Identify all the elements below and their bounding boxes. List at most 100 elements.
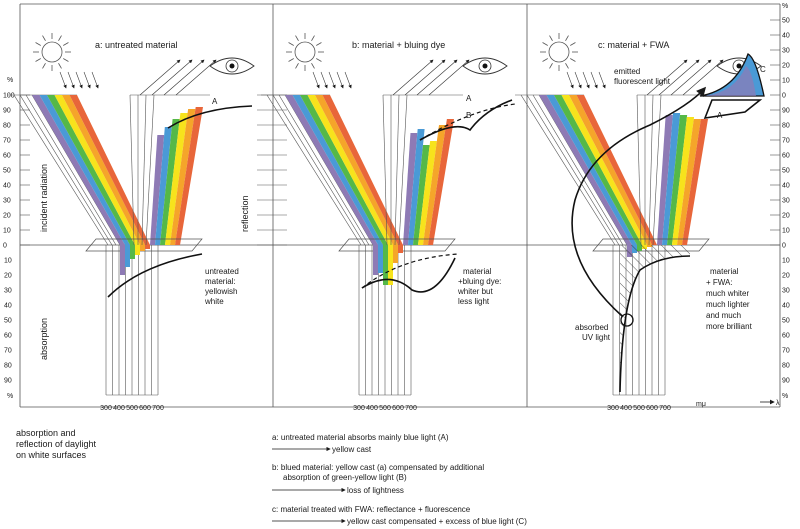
incident-ray-line bbox=[532, 94, 624, 246]
panel-c-note: material + FWA: much whiter much lighter… bbox=[706, 267, 753, 331]
sun-ray-arrow bbox=[312, 71, 320, 89]
reflected-band bbox=[667, 115, 688, 245]
sun-ray-arrow bbox=[598, 71, 606, 89]
tick-label: 40 bbox=[4, 303, 12, 310]
incident-band bbox=[285, 95, 378, 245]
incident-band bbox=[576, 95, 657, 245]
sun-ray bbox=[295, 35, 299, 41]
tick-label: 80 bbox=[782, 363, 790, 370]
svg-text:less light: less light bbox=[458, 297, 490, 306]
reflected-band bbox=[428, 119, 454, 245]
tick-label: 80 bbox=[3, 123, 11, 130]
sun-ray-arrow bbox=[328, 71, 336, 89]
untreated-absorption-curve bbox=[361, 253, 459, 289]
incident-radiation-label: incident radiation bbox=[39, 164, 49, 232]
ray-to-eye bbox=[670, 59, 712, 96]
reflected-band bbox=[672, 117, 695, 245]
reflected-ray-line bbox=[145, 94, 155, 246]
tick-label: 90 bbox=[782, 378, 790, 385]
svg-text:+bluing dye:: +bluing dye: bbox=[458, 277, 501, 286]
absorbed-band bbox=[398, 245, 403, 253]
tick-label: 50 bbox=[782, 168, 790, 175]
incident-band bbox=[292, 95, 383, 245]
svg-text:yellow cast compensated + exce: yellow cast compensated + excess of blue… bbox=[347, 517, 527, 526]
svg-text:and much: and much bbox=[706, 311, 741, 320]
tick-label: 30 bbox=[4, 288, 12, 295]
svg-text:c: material treated with FWA:: c: material treated with FWA: reflectanc… bbox=[272, 505, 471, 514]
sun-ray bbox=[542, 42, 548, 46]
incident-band bbox=[315, 95, 398, 245]
wavelength-label: 300 bbox=[607, 405, 619, 412]
svg-text:λ: λ bbox=[776, 400, 780, 407]
svg-text:absorption of green-yellow lig: absorption of green-yellow light (B) bbox=[283, 473, 407, 482]
reflection-label: reflection bbox=[240, 195, 250, 232]
lambda-arrow: λ bbox=[760, 399, 780, 407]
tick-label: 0 bbox=[3, 243, 7, 250]
sun-ray-arrow bbox=[574, 71, 582, 89]
incident-ray-line bbox=[526, 94, 620, 246]
incident-band bbox=[69, 95, 150, 245]
tick-label: 90 bbox=[3, 108, 11, 115]
surface-plane bbox=[338, 238, 456, 252]
absorbed-band bbox=[120, 245, 125, 275]
wavelength-label: 600 bbox=[392, 405, 404, 412]
tick-label: 50 bbox=[782, 318, 790, 325]
incident-ray-line bbox=[272, 94, 366, 246]
sun-ray-arrow bbox=[91, 71, 99, 89]
sun-ray bbox=[63, 42, 69, 46]
tick-label: 60 bbox=[4, 333, 12, 340]
energy-transfer-arc bbox=[571, 86, 707, 317]
absorption-curve bbox=[107, 253, 203, 298]
reflected-band bbox=[657, 115, 673, 245]
tick-label: 60 bbox=[782, 333, 790, 340]
tick-label: 0 bbox=[782, 243, 786, 250]
panel-b-note: material +bluing dye: whiter but less li… bbox=[457, 267, 501, 306]
figure-caption: absorption and reflection of daylight on… bbox=[16, 428, 97, 460]
sun-ray-arrow bbox=[566, 71, 574, 89]
sun-ray-arrow bbox=[590, 71, 598, 89]
sun-ray bbox=[35, 58, 41, 62]
incident-band bbox=[39, 95, 130, 245]
tick-label: 50 bbox=[3, 168, 11, 175]
ray-to-eye bbox=[175, 59, 217, 96]
sun-ray-arrow bbox=[336, 71, 344, 89]
incident-band bbox=[32, 95, 125, 245]
tick-label: 20 bbox=[782, 273, 790, 280]
incident-band bbox=[569, 95, 652, 245]
reflected-band bbox=[165, 113, 188, 245]
svg-text:material: material bbox=[463, 267, 492, 276]
reflected-band bbox=[160, 119, 180, 245]
curve-label-a: A bbox=[717, 111, 723, 120]
incident-band bbox=[300, 95, 388, 245]
surface-plane bbox=[85, 238, 203, 252]
ray-to-eye bbox=[682, 59, 724, 96]
tick-label: 0 bbox=[782, 93, 786, 100]
reflected-band bbox=[662, 113, 681, 245]
tick-label: 60 bbox=[782, 153, 790, 160]
ray-to-eye bbox=[163, 59, 205, 96]
sun-ray bbox=[316, 42, 322, 46]
reflected-band bbox=[150, 135, 165, 245]
sun-ray bbox=[63, 58, 69, 62]
svg-text:white: white bbox=[204, 297, 224, 306]
wavelength-label: 400 bbox=[366, 405, 378, 412]
curve-label-c: C bbox=[760, 65, 766, 74]
absorbed-uv-region bbox=[620, 245, 690, 392]
panel-b: AB bbox=[261, 33, 516, 396]
tick-label: 60 bbox=[3, 153, 11, 160]
tick-label: 30 bbox=[782, 198, 790, 205]
svg-text:on white surfaces: on white surfaces bbox=[16, 450, 87, 460]
axis-percent-symbol: % bbox=[782, 3, 788, 10]
reflected-ray-line bbox=[398, 94, 408, 246]
ray-to-eye bbox=[139, 59, 181, 96]
sun-ray bbox=[570, 42, 576, 46]
reflected-ray-line bbox=[129, 94, 135, 246]
tick-label: 70 bbox=[782, 348, 790, 355]
absorbed-band bbox=[378, 245, 383, 273]
sun-ray bbox=[42, 63, 46, 69]
absorbed-marker bbox=[620, 313, 634, 327]
sun-ray-arrow bbox=[59, 71, 67, 89]
absorption-label: absorption bbox=[39, 318, 49, 360]
wavelength-label: 300 bbox=[100, 405, 112, 412]
